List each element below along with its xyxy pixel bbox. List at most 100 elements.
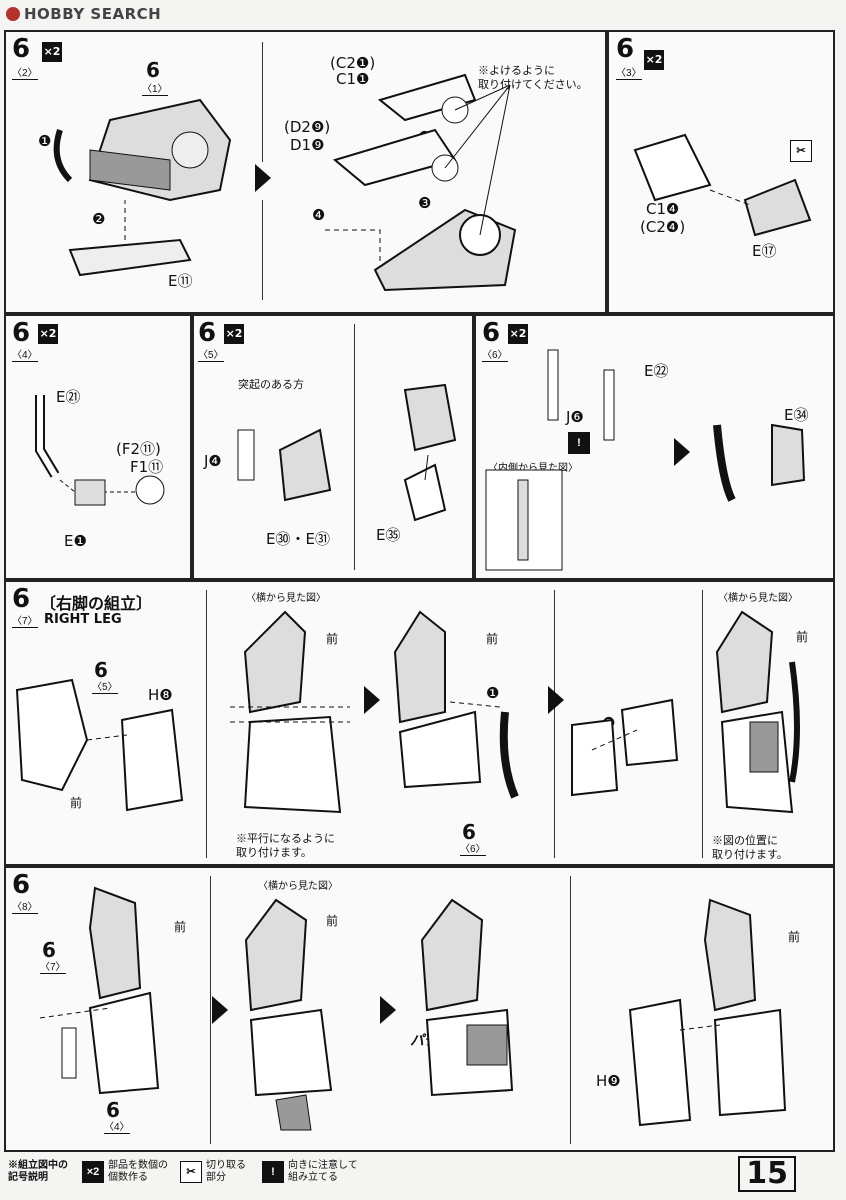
part-e22: E㉒	[644, 362, 669, 380]
page-number: 15	[738, 1156, 796, 1192]
part-h8: H❽	[148, 686, 173, 704]
leg-assembly-step-illustration	[39, 886, 160, 1095]
step-order-3: ❸	[418, 194, 432, 212]
site-logo-text: HOBBY SEARCH	[24, 5, 162, 23]
side-view-label: 〈横から見た図〉	[258, 881, 338, 892]
step-number: 6	[12, 318, 31, 348]
step-order-4: ❹	[312, 206, 326, 224]
multiply-badge: ×2	[42, 42, 62, 62]
step-number: 6	[12, 584, 31, 614]
step-divider	[206, 590, 207, 858]
substep-label: 〈6〉	[482, 346, 508, 362]
front-label: 前	[486, 632, 499, 646]
hose-joint-illustration	[35, 395, 165, 506]
step-divider	[570, 876, 571, 1144]
step-divider	[354, 324, 355, 570]
sub-ref-sub: 〈4〉	[104, 1118, 130, 1134]
part-d2-9: (D2❾)	[284, 118, 331, 136]
sub-ref-sub: 〈5〉	[92, 678, 118, 694]
parallel-note: ※平行になるように 取り付けます。	[236, 833, 335, 859]
flow-arrow	[674, 438, 690, 466]
sub-ref-sub: 〈1〉	[142, 80, 168, 96]
leg-hose-attach-illustration	[393, 610, 519, 799]
knee-joint-illustration	[237, 383, 457, 522]
part-f1-11: F1⑪	[130, 458, 164, 476]
substep-label: 〈2〉	[12, 64, 38, 80]
avoid-note: ※よけるように 取り付けてください。	[478, 65, 588, 91]
step-divider	[262, 42, 263, 162]
legend-warning: ! 向きに注意して 組み立てる	[262, 1160, 358, 1184]
flow-arrow	[255, 164, 271, 192]
part-h9: H❾	[596, 1072, 621, 1090]
multiply-badge: ×2	[224, 324, 244, 344]
step-number: 6	[12, 870, 31, 900]
warning-icon: !	[262, 1161, 284, 1183]
legend-cut: ✂ 切り取る 部分	[180, 1160, 246, 1184]
flow-arrow	[548, 686, 564, 714]
section-title-jp: 〔右脚の組立〕	[40, 594, 153, 613]
multiply-badge: ×2	[508, 324, 528, 344]
front-label: 前	[788, 930, 801, 944]
front-label: 前	[326, 914, 339, 928]
step-divider	[262, 200, 263, 300]
part-c2-4: (C2❹)	[640, 218, 686, 236]
part-e30-e31: E㉚・E㉛	[266, 530, 330, 548]
legend-title: ※組立図中の 記号説明	[8, 1160, 68, 1183]
multiply-badge: ×2	[38, 324, 58, 344]
step-number: 6	[616, 34, 635, 64]
leg-completed-side-illustration	[715, 610, 800, 814]
sub-ref-number: 6	[94, 658, 108, 682]
step-number: 6	[12, 34, 31, 64]
sub-ref-number: 6	[462, 820, 476, 844]
cockpit-assembly-illustration	[53, 98, 232, 277]
leg-side-view-illustration	[230, 610, 350, 814]
side-view-label: 〈横から見た図〉	[718, 593, 798, 604]
header-bar: HOBBY SEARCH	[0, 0, 846, 28]
sub-ref-number: 6	[42, 938, 56, 962]
part-c1-4: C1❹	[646, 200, 680, 218]
part-c1-1: C1❶	[336, 70, 370, 88]
warning-icon: !	[568, 432, 590, 454]
leg-side-check-illustration	[244, 898, 333, 1131]
position-note: ※図の位置に 取り付けます。	[712, 835, 788, 861]
multiply-icon: ×2	[82, 1161, 104, 1183]
part-e35: E㉟	[376, 526, 401, 544]
substep-label: 〈7〉	[12, 612, 38, 628]
thigh-parts-illustration	[15, 678, 184, 812]
step-number: 6	[198, 318, 217, 348]
part-d1-9: D1❾	[290, 136, 325, 154]
part-j4: J❹	[204, 452, 222, 470]
part-j6: J❻	[566, 408, 584, 426]
substep-label: 〈8〉	[12, 898, 38, 914]
canopy-assembly-illustration	[325, 73, 517, 292]
part-e1: E❶	[64, 532, 87, 550]
legend-warning-text: 向きに注意して 組み立てる	[288, 1160, 358, 1183]
step-divider	[210, 876, 211, 1144]
legend-x2: ×2 部品を数個の 個数作る	[82, 1160, 168, 1184]
substep-label: 〈5〉	[198, 346, 224, 362]
protrusion-note: 突起のある方	[238, 379, 304, 391]
front-label: 前	[796, 630, 809, 644]
cut-icon: ✂	[790, 140, 812, 162]
multiply-badge: ×2	[644, 50, 664, 70]
site-logo[interactable]: HOBBY SEARCH	[6, 5, 161, 23]
step-order-1: ❶	[486, 684, 500, 702]
hose-routing-illustration	[571, 698, 679, 797]
part-e11: E⑪	[168, 272, 193, 290]
side-view-label: 〈横から見た図〉	[246, 593, 326, 604]
front-label: 前	[326, 632, 339, 646]
part-e21: E㉑	[56, 388, 81, 406]
sub-ref-number: 6	[106, 1098, 120, 1122]
substep-label: 〈3〉	[616, 64, 642, 80]
step-number: 6	[482, 318, 501, 348]
flow-arrow	[212, 996, 228, 1024]
section-title-en: RIGHT LEG	[44, 612, 122, 627]
part-e34: E㉞	[784, 406, 809, 424]
part-e17: E⑰	[752, 242, 777, 260]
leg-snap-fit-illustration	[420, 898, 514, 1097]
hydraulic-hose-illustration	[485, 349, 806, 571]
logo-mark-icon	[6, 7, 20, 21]
part-f2-11: (F2⑪)	[116, 440, 161, 458]
sub-ref-number: 6	[146, 58, 160, 82]
legend-cut-text: 切り取る 部分	[206, 1160, 246, 1183]
